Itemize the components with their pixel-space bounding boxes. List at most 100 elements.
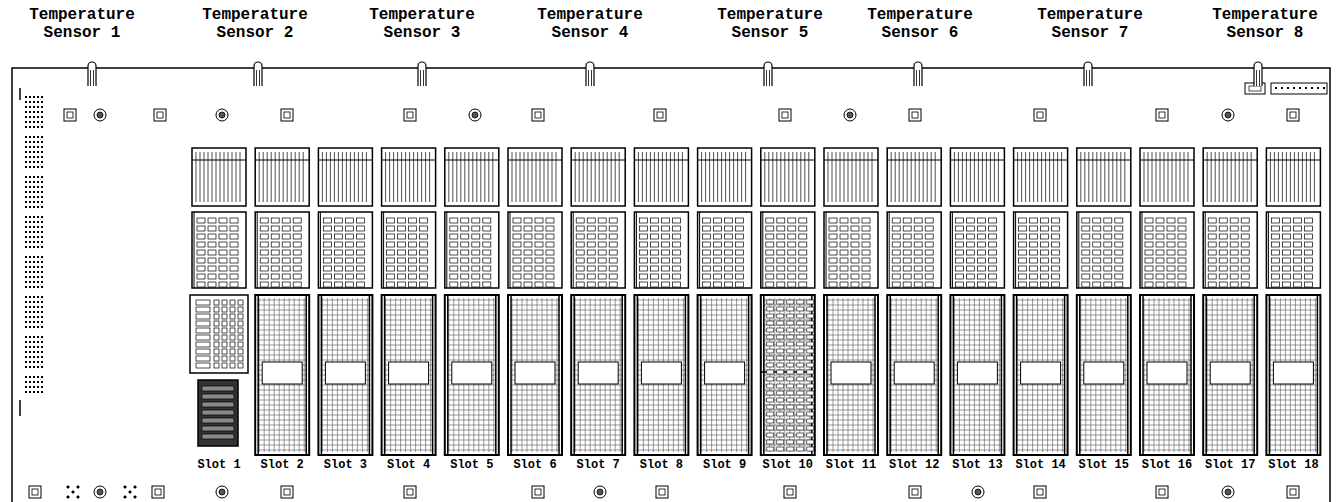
- connector-pin: [41, 281, 43, 283]
- connector-cell: [587, 282, 595, 287]
- mounting-hole: [281, 486, 293, 498]
- connector-grid: [510, 390, 560, 391]
- connector-rib: [1016, 295, 1018, 455]
- connector-grid: [826, 400, 876, 401]
- connector-pin: [41, 236, 43, 238]
- connector-cell: [1082, 266, 1090, 271]
- connector-cell: [851, 250, 859, 255]
- connector-cell: [1156, 250, 1164, 255]
- connector-pin: [41, 191, 43, 193]
- connector-grid: [320, 310, 370, 311]
- connector-grid: [447, 360, 497, 361]
- connector-pin: [37, 366, 39, 368]
- header-pin: [1293, 87, 1295, 89]
- connector-cell: [807, 342, 814, 346]
- connector-cell: [807, 356, 814, 360]
- connector-grid: [320, 385, 370, 386]
- connector-rib: [508, 160, 562, 161]
- connector-pin: [37, 186, 39, 188]
- connector-grid: [257, 385, 307, 386]
- connector-cell: [214, 349, 219, 354]
- connector-cell: [787, 426, 794, 430]
- connector-cell: [787, 377, 794, 381]
- connector-pin: [41, 361, 43, 363]
- connector-grid: [320, 345, 370, 346]
- power-connector: [1014, 148, 1068, 206]
- connector-grid: [826, 345, 876, 346]
- connector-cell: [1052, 226, 1060, 231]
- connector-grid: [257, 415, 307, 416]
- connector-pin: [37, 136, 39, 138]
- connector-rib: [194, 212, 195, 288]
- connector-grid: [257, 395, 307, 396]
- slot-connector: [761, 295, 815, 455]
- connector-grid: [889, 445, 939, 446]
- connector-pin: [25, 206, 27, 208]
- sensor-lead: [588, 70, 589, 86]
- connector-cell: [1093, 242, 1101, 247]
- connector-cell: [914, 258, 922, 263]
- connector-rib: [1001, 295, 1003, 455]
- connector-pin: [37, 216, 39, 218]
- connector-cell: [1115, 250, 1123, 255]
- connector-cell: [892, 258, 900, 263]
- connector-pin: [41, 351, 43, 353]
- connector-cell: [208, 242, 216, 247]
- connector-grid: [1016, 385, 1066, 386]
- connector-cell: [1019, 266, 1027, 271]
- connector-pin: [37, 271, 39, 273]
- connector-cell: [535, 242, 543, 247]
- connector-cell: [230, 349, 235, 354]
- connector-pin: [29, 351, 31, 353]
- connector-cell: [461, 282, 469, 287]
- connector-grid: [826, 335, 876, 336]
- connector-cell: [829, 226, 837, 231]
- connector-cell: [208, 282, 216, 287]
- connector-cell: [1145, 258, 1153, 263]
- connector-cell: [387, 218, 395, 223]
- connector-grid: [1079, 405, 1129, 406]
- connector-cell: [450, 242, 458, 247]
- standoff-hole: [1222, 109, 1234, 121]
- connector-cell: [472, 234, 480, 239]
- connector-grid: [700, 345, 750, 346]
- connector-cell: [851, 258, 859, 263]
- connector-pin: [29, 326, 31, 328]
- connector-cell: [260, 282, 268, 287]
- power-connector: [255, 148, 309, 206]
- connector-cell: [334, 266, 342, 271]
- connector-grid: [573, 350, 623, 351]
- connector-cell: [271, 218, 279, 223]
- connector-grid: [510, 410, 560, 411]
- connector-grid: [636, 430, 686, 431]
- connector-pin: [29, 236, 31, 238]
- connector-cell: [799, 258, 807, 263]
- connector-cell: [450, 258, 458, 263]
- connector-cell: [420, 274, 428, 279]
- connector-cell: [955, 226, 963, 231]
- connector-cell: [892, 234, 900, 239]
- connector-grid: [447, 385, 497, 386]
- mounting-hole: [912, 489, 918, 495]
- connector-cell: [546, 250, 554, 255]
- header-pin: [1299, 87, 1301, 89]
- connector-pin: [33, 311, 35, 313]
- connector-pin: [25, 221, 27, 223]
- connector-cell: [807, 300, 814, 304]
- connector-cell: [1052, 282, 1060, 287]
- connector-grid: [826, 385, 876, 386]
- connector-cell: [420, 250, 428, 255]
- connector-cell: [787, 384, 794, 388]
- connector-grid: [573, 420, 623, 421]
- connector-cell: [513, 250, 521, 255]
- connector-cell: [1082, 234, 1090, 239]
- connector-grid: [700, 325, 750, 326]
- connector-rib: [748, 295, 750, 455]
- connector-pin: [41, 346, 43, 348]
- connector-pin: [33, 386, 35, 388]
- connector-pin: [29, 106, 31, 108]
- connector-grid: [447, 330, 497, 331]
- connector-cell: [1145, 250, 1153, 255]
- connector-rib: [950, 160, 1004, 161]
- connector-cell: [293, 266, 301, 271]
